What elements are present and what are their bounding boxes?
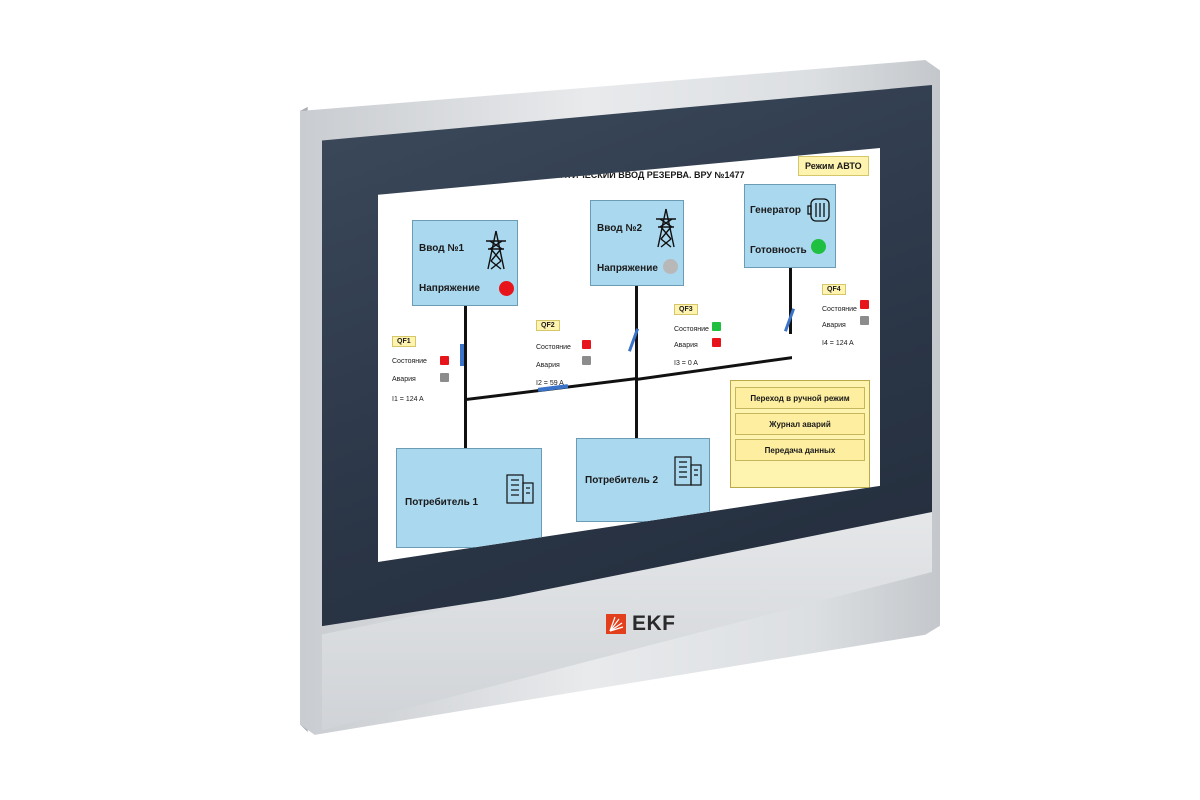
qf4-state-label: Состояние [822, 306, 857, 313]
input1-voltage-label: Напряжение [419, 283, 480, 294]
qf4-state-indicator [860, 300, 869, 309]
qf4-alarm-indicator [860, 316, 869, 325]
qf1-tag: QF1 [392, 336, 416, 347]
input1-panel[interactable]: Ввод №1 Напряжение [412, 220, 518, 306]
bus-bar-right [636, 356, 792, 381]
power-tower-icon [486, 230, 506, 270]
input2-label: Ввод №2 [597, 223, 643, 234]
feeder1-wire [464, 306, 467, 448]
qf1-alarm-label: Авария [392, 376, 416, 383]
building-icon [674, 456, 702, 486]
qf3-state-indicator [712, 322, 721, 331]
qf2-alarm-indicator [582, 356, 591, 365]
mode-badge[interactable]: Режим АВТО [798, 156, 869, 176]
input1-label: Ввод №1 [419, 243, 465, 254]
data-transfer-button[interactable]: Передача данных [735, 439, 865, 461]
power-tower-icon [656, 208, 676, 248]
qf2-current: I2 = 59 A [536, 380, 564, 387]
input2-voltage-label: Напряжение [597, 263, 658, 274]
building-icon [506, 474, 534, 504]
qf2-tag: QF2 [536, 320, 560, 331]
qf4-alarm-label: Авария [822, 322, 846, 329]
menu-panel: Переход в ручной режим Журнал аварий Пер… [730, 380, 870, 488]
brand-logo: EKF [606, 612, 676, 636]
alarm-log-button[interactable]: Журнал аварий [735, 413, 865, 435]
qf3-alarm-label: Авария [674, 342, 698, 349]
consumer1-label: Потребитель 1 [405, 497, 479, 508]
manual-mode-button[interactable]: Переход в ручной режим [735, 387, 865, 409]
qf3-alarm-indicator [712, 338, 721, 347]
consumer2-panel[interactable]: Потребитель 2 [576, 438, 710, 522]
qf1-current: I1 = 124 A [392, 396, 424, 403]
generator-wire [789, 268, 792, 334]
qf1-state-indicator [440, 356, 449, 365]
feeder2-wire [635, 286, 638, 441]
qf2-state-label: Состояние [536, 344, 571, 351]
qf4-current: I4 = 124 A [822, 340, 854, 347]
input1-voltage-indicator [499, 281, 514, 296]
consumer2-label: Потребитель 2 [585, 475, 659, 486]
generator-ready-indicator [811, 239, 826, 254]
hmi-screen: АВТОМАТИЧЕСКИЙ ВВОД РЕЗЕРВА. ВРУ №1477 Р… [378, 148, 880, 562]
brand-logo-icon [606, 614, 626, 634]
qf3-tag: QF3 [674, 304, 698, 315]
screen-title: АВТОМАТИЧЕСКИЙ ВВОД РЕЗЕРВА. ВРУ №1477 [528, 170, 745, 180]
qf3-current: I3 = 0 A [674, 360, 698, 367]
brand-name: EKF [632, 612, 676, 635]
qf1-state-label: Состояние [392, 358, 427, 365]
generator-label: Генератор [750, 205, 801, 216]
qf2-alarm-label: Авария [536, 362, 560, 369]
breaker-switch-icon[interactable] [460, 344, 464, 366]
qf3-state-label: Состояние [674, 326, 709, 333]
generator-panel[interactable]: Генератор Готовность [744, 184, 836, 268]
generator-ready-label: Готовность [750, 245, 807, 256]
generator-icon [807, 198, 830, 222]
qf2-state-indicator [582, 340, 591, 349]
input2-voltage-indicator [663, 259, 678, 274]
qf1-alarm-indicator [440, 373, 449, 382]
input2-panel[interactable]: Ввод №2 Напряжение [590, 200, 684, 286]
consumer1-panel[interactable]: Потребитель 1 [396, 448, 542, 548]
qf4-tag: QF4 [822, 284, 846, 295]
